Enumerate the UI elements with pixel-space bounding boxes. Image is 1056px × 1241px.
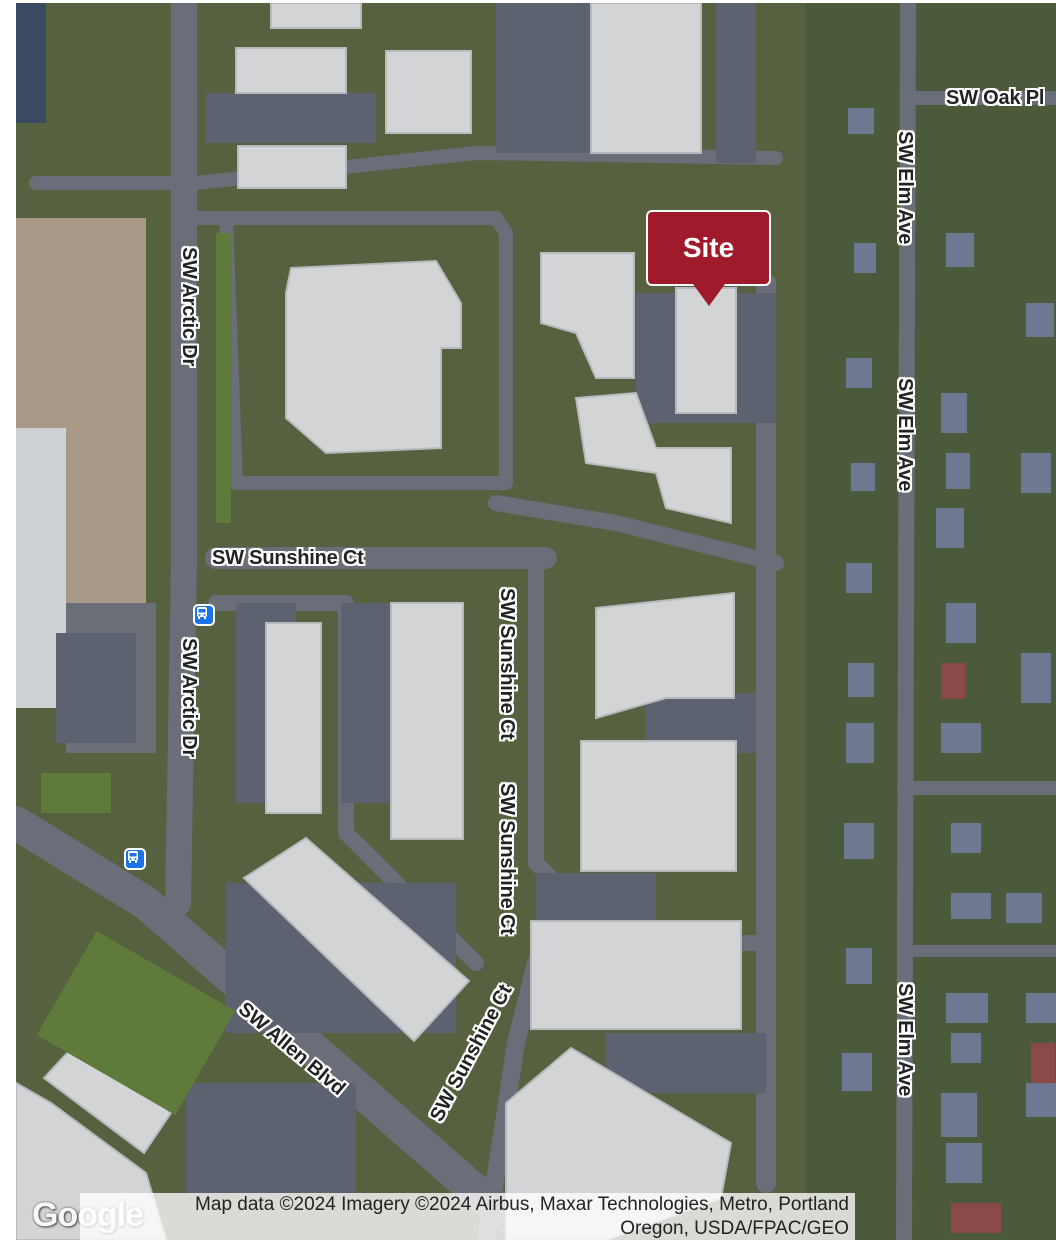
road-label-elm-ave-3: SW Elm Ave [894, 983, 916, 1097]
bus-stop-icon[interactable] [193, 604, 215, 626]
bus-glyph-icon [128, 851, 138, 863]
map-attribution[interactable]: Map data ©2024 Imagery ©2024 Airbus, Max… [80, 1193, 855, 1241]
road-label-arctic-dr-upper: SW Arctic Dr [178, 247, 200, 367]
road-label-oak-pl: SW Oak Pl [946, 87, 1045, 109]
site-marker-pointer [693, 284, 725, 306]
road-label-elm-ave-1: SW Elm Ave [894, 131, 916, 245]
road-label-sunshine-ct-vertical-2: SW Sunshine Ct [496, 783, 518, 935]
site-marker[interactable]: Site [646, 210, 771, 315]
satellite-map[interactable]: SW Arctic Dr SW Arctic Dr SW Sunshine Ct… [16, 3, 1056, 1240]
road-label-sunshine-ct-vertical-1: SW Sunshine Ct [496, 588, 518, 740]
bus-stop-icon[interactable] [124, 848, 146, 870]
road-label-elm-ave-2: SW Elm Ave [894, 378, 916, 492]
road-label-arctic-dr-lower: SW Arctic Dr [178, 638, 200, 758]
attribution-line-1: Map data ©2024 Imagery ©2024 Airbus, Max… [195, 1194, 849, 1215]
satellite-imagery [16, 3, 1056, 1240]
road-label-sunshine-ct-horizontal: SW Sunshine Ct [212, 547, 364, 569]
bus-glyph-icon [197, 607, 207, 619]
site-marker-label: Site [646, 210, 771, 286]
attribution-line-2: Oregon, USDA/FPAC/GEO [620, 1218, 849, 1239]
